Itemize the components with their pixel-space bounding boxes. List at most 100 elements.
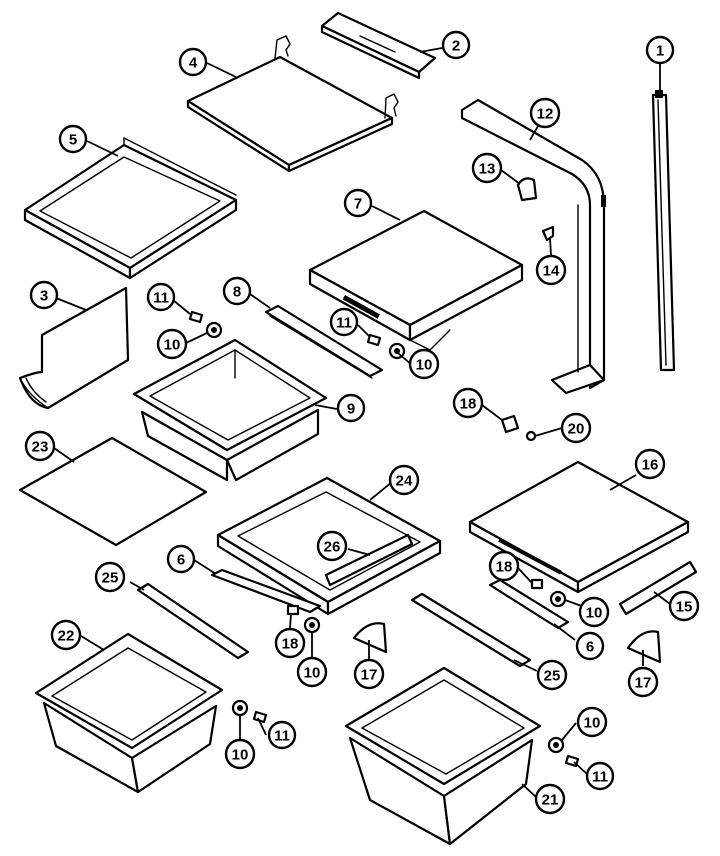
svg-text:4: 4: [189, 55, 198, 72]
callout-12: 12: [529, 97, 561, 129]
svg-text:10: 10: [416, 357, 433, 374]
part-7-cover: [308, 209, 524, 351]
part-8-rail: [264, 304, 384, 379]
svg-text:26: 26: [324, 539, 341, 556]
svg-text:22: 22: [58, 628, 75, 645]
svg-text:24: 24: [396, 473, 413, 490]
callout-6b: 6: [575, 631, 605, 661]
part-21-drawer: [344, 666, 542, 846]
callout-18c: 18: [488, 550, 520, 582]
callout-11d: 11: [585, 761, 615, 791]
callout-16: 16: [634, 448, 666, 480]
callout-5: 5: [58, 124, 88, 154]
svg-text:1: 1: [656, 43, 664, 60]
part-6-rail-right: [488, 578, 570, 630]
callout-11b: 11: [329, 307, 359, 337]
svg-text:7: 7: [354, 196, 362, 213]
svg-text:17: 17: [635, 675, 652, 692]
callout-18a: 18: [452, 387, 484, 419]
callout-26: 26: [316, 530, 348, 562]
svg-text:10: 10: [584, 715, 601, 732]
callout-8: 8: [222, 276, 252, 306]
part-5-glass-shelf: [23, 137, 238, 280]
svg-text:25: 25: [102, 570, 119, 587]
callout-10e: 10: [224, 738, 256, 770]
callout-6a: 6: [166, 544, 196, 574]
part-6-rail-left: [210, 568, 322, 614]
svg-text:10: 10: [304, 665, 321, 682]
svg-text:11: 11: [153, 290, 169, 307]
callout-23: 23: [24, 430, 56, 462]
part-14-screw: [541, 225, 555, 242]
svg-text:13: 13: [479, 161, 496, 178]
callout-13: 13: [471, 152, 503, 184]
callout-11a: 11: [146, 282, 176, 312]
svg-text:21: 21: [542, 792, 559, 809]
callout-10f: 10: [576, 706, 608, 738]
part-2-bracket: [320, 11, 437, 80]
part-25-rail-right: [410, 592, 532, 668]
svg-text:11: 11: [336, 315, 352, 332]
callout-3: 3: [29, 280, 59, 310]
callout-20: 20: [560, 412, 592, 444]
callout-25b: 25: [536, 659, 568, 691]
callout-11c: 11: [267, 720, 297, 750]
svg-text:6: 6: [586, 639, 594, 656]
svg-text:18: 18: [282, 636, 299, 653]
svg-text:11: 11: [274, 728, 290, 745]
callout-22: 22: [50, 619, 82, 651]
callout-14: 14: [535, 254, 567, 286]
callout-15: 15: [668, 590, 700, 622]
hardware: [188, 310, 580, 768]
callout-10c: 10: [296, 656, 328, 688]
svg-text:5: 5: [69, 132, 77, 149]
svg-text:20: 20: [568, 421, 585, 438]
svg-text:10: 10: [232, 747, 249, 764]
part-26-bar: [324, 533, 414, 587]
callout-4: 4: [178, 47, 208, 77]
part-17-clip-left: [352, 622, 388, 654]
svg-text:14: 14: [543, 263, 560, 280]
svg-text:6: 6: [177, 552, 185, 569]
svg-text:23: 23: [32, 439, 49, 456]
callout-25a: 25: [94, 561, 126, 593]
callout-10d: 10: [578, 596, 610, 628]
callout-10a: 10: [156, 328, 188, 360]
svg-text:11: 11: [592, 769, 608, 786]
part-12-trim: [460, 98, 606, 395]
part-16-cover: [468, 460, 690, 594]
callout-18b: 18: [274, 627, 306, 659]
svg-text:15: 15: [676, 599, 693, 616]
part-17-clip-right: [626, 630, 662, 664]
part-22-drawer: [34, 632, 224, 794]
svg-text:3: 3: [40, 288, 48, 305]
part-25-rail-left: [136, 582, 250, 660]
svg-text:16: 16: [642, 457, 659, 474]
svg-text:8: 8: [233, 284, 241, 301]
part-3-cover: [18, 286, 130, 410]
callout-7: 7: [343, 188, 373, 218]
callout-10b: 10: [408, 348, 440, 380]
svg-text:18: 18: [460, 396, 477, 413]
svg-text:10: 10: [586, 605, 603, 622]
svg-text:17: 17: [361, 667, 378, 684]
callout-1: 1: [645, 35, 675, 65]
callout-24: 24: [388, 464, 420, 496]
part-15-rod: [618, 560, 698, 616]
part-4-shelf: [186, 35, 399, 173]
callout-17a: 17: [353, 658, 385, 690]
callout-21: 21: [534, 783, 566, 815]
svg-text:12: 12: [537, 106, 554, 123]
part-13-clip: [516, 177, 538, 202]
callout-17b: 17: [627, 666, 659, 698]
svg-text:18: 18: [496, 559, 513, 576]
part-1-rail: [651, 90, 676, 372]
svg-text:9: 9: [347, 401, 355, 418]
part-23-panel: [18, 436, 208, 547]
callout-2: 2: [441, 30, 471, 60]
svg-text:10: 10: [164, 337, 181, 354]
callout-9: 9: [336, 393, 366, 423]
part-9-drawer: [132, 338, 328, 482]
svg-text:25: 25: [544, 668, 561, 685]
